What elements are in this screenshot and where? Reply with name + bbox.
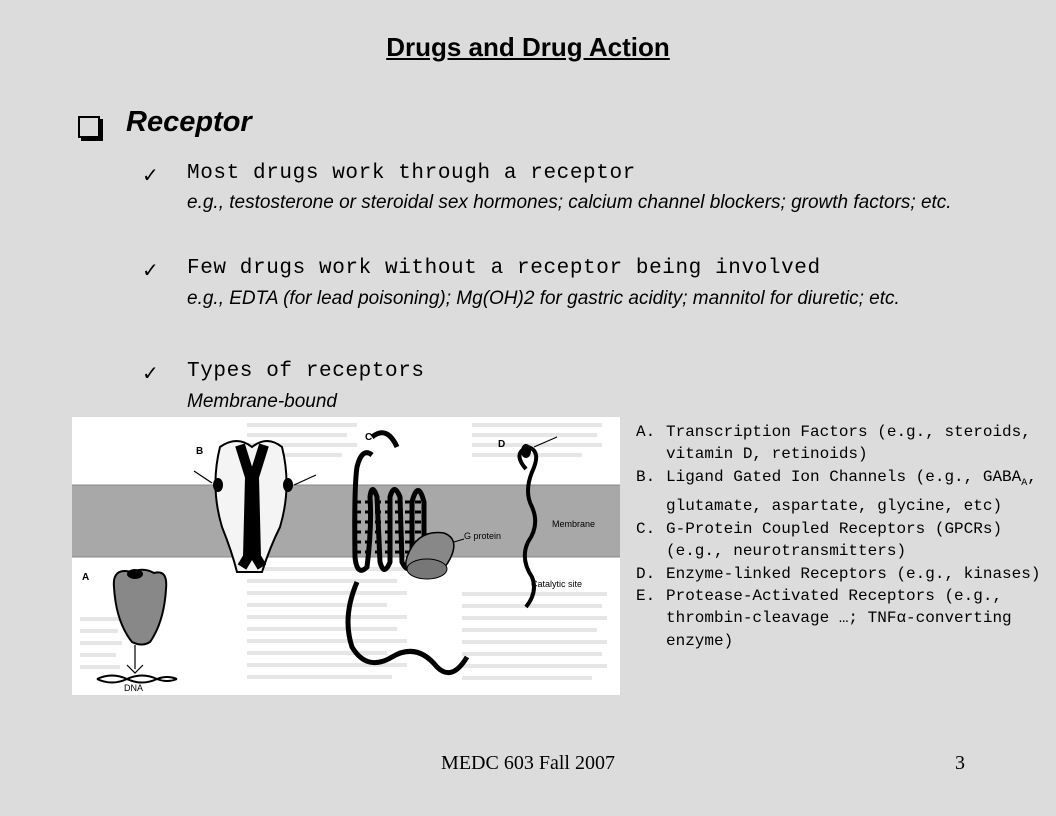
legend-item: A. Transcription Factors (e.g., steroids… [636,421,1051,466]
label-dna: DNA [124,683,143,693]
legend-text: Transcription Factors (e.g., steroids, v… [666,421,1051,466]
footer-course: MEDC 603 Fall 2007 [441,752,615,774]
legend-item: E. Protease-Activated Receptors (e.g., t… [636,585,1051,652]
label-a: A [82,572,89,583]
legend-letter: E. [636,587,656,606]
point-3-example: Membrane-bound [187,391,337,412]
legend-subscript: A [1021,478,1028,489]
label-g-protein: G protein [464,531,501,541]
slide-title: Drugs and Drug Action [386,32,670,62]
square-bullet-icon [78,116,100,138]
legend-text: Ligand Gated Ion Channels (e.g., GABAA, … [666,466,1051,518]
legend-letter: D. [636,564,656,583]
legend-text: G-Protein Coupled Receptors (GPCRs) (e.g… [666,518,1051,563]
ion-channel-shape [193,440,317,573]
legend-text-tail: , glutamate, aspartate, glycine, etc) [666,467,1037,516]
check-icon: ✓ [142,363,159,385]
legend-item: D. Enzyme-linked Receptors (e.g., kinase… [636,563,1051,585]
label-membrane: Membrane [552,519,595,529]
legend-text-main: Enzyme-linked Receptors (e.g., kinases) [666,564,1041,583]
check-icon: ✓ [142,165,159,187]
label-b: B [196,446,203,457]
receptor-diagram: A B C D Membrane G protein Catalytic sit… [72,423,620,693]
legend-text-main: Protease-Activated Receptors (e.g., thro… [666,587,1012,650]
legend-letter: C. [636,519,656,538]
legend-text-main: G-Protein Coupled Receptors (GPCRs) (e.g… [666,519,1003,561]
g-protein-shape [405,531,465,580]
legend-text-main: Ligand Gated Ion Channels (e.g., GABA [666,467,1022,486]
label-d: D [498,439,505,450]
receptor-types-figure: A B C D Membrane G protein Catalytic sit… [72,417,620,695]
legend-text-main: Transcription Factors (e.g., steroids, v… [666,423,1031,464]
receptor-legend: A. Transcription Factors (e.g., steroids… [636,421,1051,652]
legend-item: B. Ligand Gated Ion Channels (e.g., GABA… [636,466,1051,518]
page-number: 3 [955,752,965,774]
point-1-example: e.g., testosterone or steroidal sex horm… [187,192,952,213]
point-3-text: Types of receptors [187,360,425,383]
check-icon: ✓ [142,260,159,282]
label-c: C [365,432,372,443]
nuclear-receptor-shape [96,568,178,684]
point-2-example: e.g., EDTA (for lead poisoning); Mg(OH)2… [187,288,900,309]
point-2-text: Few drugs work without a receptor being … [187,257,821,280]
legend-text: Enzyme-linked Receptors (e.g., kinases) [666,563,1051,585]
legend-item: C. G-Protein Coupled Receptors (GPCRs) (… [636,518,1051,563]
legend-letter: A. [636,423,656,441]
membrane-band [72,485,620,557]
point-1-text: Most drugs work through a receptor [187,162,636,185]
section-heading: Receptor [126,106,252,138]
label-catalytic-site: Catalytic site [531,579,582,589]
legend-letter: B. [636,467,656,486]
legend-text: Protease-Activated Receptors (e.g., thro… [666,585,1051,652]
